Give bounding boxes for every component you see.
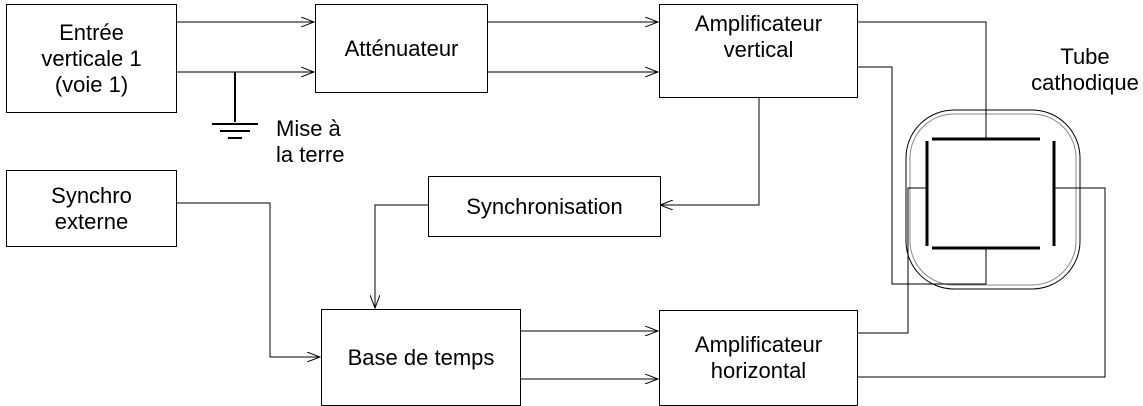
block-synchro-externe: Synchro externe [6,170,177,247]
wire-ampli-horizontal-plate-right [857,187,1106,378]
tube-cathodique [905,109,1081,290]
wire-ampli-horizontal-plate-left [857,187,927,334]
block-synchro-externe-text: Synchro externe [51,182,132,234]
wire-synchronisation-base [375,204,428,308]
wire-ampli-vertical-plate-top [857,21,987,139]
wire-synchro-externe-base [177,202,320,357]
wire-ampli-vertical-plate-bottom [857,66,987,285]
label-mise-a-la-terre: Mise à la terre [276,116,345,167]
block-base-de-temps: Base de temps [321,309,521,406]
wire-ampli-synchronisation [660,97,760,205]
block-ampli-vertical-text: Amplificateur vertical [694,11,823,62]
label-tube-cathodique: Tube cathodique [1031,44,1139,95]
block-synchronisation: Synchronisation [428,176,661,237]
block-entree-text: Entrée verticale 1 (voie 1) [41,19,142,97]
block-ampli-horizontal-text: Amplificateur horizontal [694,332,823,383]
block-attenuateur: Atténuateur [315,4,488,93]
block-amplificateur-vertical: Amplificateur vertical [659,4,858,98]
block-amplificateur-horizontal: Amplificateur horizontal [659,310,858,406]
ground-symbol [212,72,258,139]
block-entree-verticale: Entrée verticale 1 (voie 1) [6,4,177,113]
